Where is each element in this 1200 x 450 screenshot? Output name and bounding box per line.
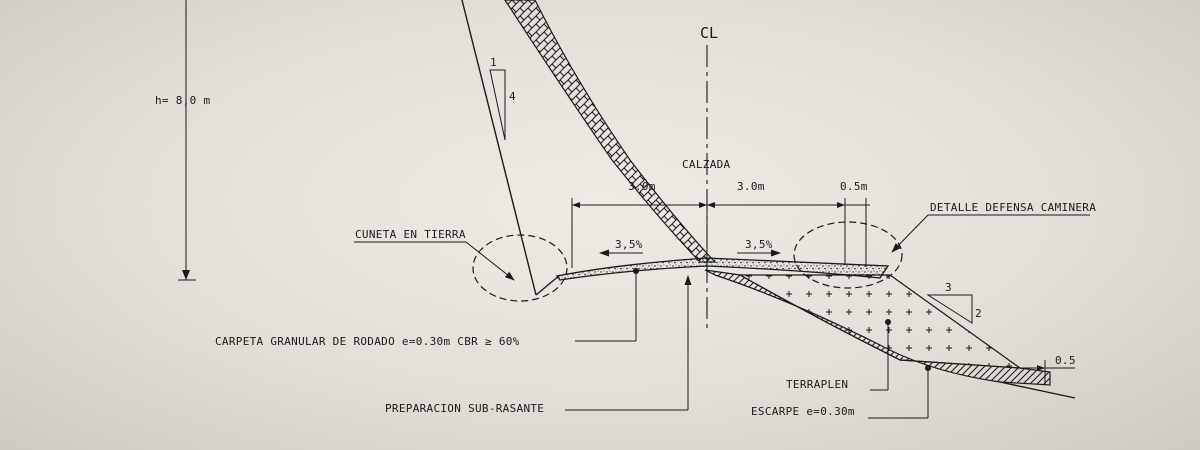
dim-shoulder-label: 0.5m	[840, 180, 868, 193]
centerline: CL	[700, 24, 718, 330]
callout-cuneta: CUNETA EN TIERRA	[354, 228, 515, 281]
callout-escarpe: ESCARPE e=0.30m	[751, 365, 931, 419]
cuneta-label: CUNETA EN TIERRA	[355, 228, 466, 241]
slope-triangle-fill: 3 2	[926, 281, 982, 324]
rock-slope-band	[504, 0, 717, 263]
height-dimension: h= 8,0 m	[155, 0, 210, 281]
grade-right: 3,5%	[737, 238, 781, 257]
slope-triangle-cut: 1 4	[489, 56, 516, 141]
granular-pavement	[555, 257, 890, 281]
grade-left-label: 3,5%	[615, 238, 643, 251]
dim-right-label: 3.0m	[737, 180, 765, 193]
callout-defensa: DETALLE DEFENSA CAMINERA	[891, 201, 1096, 253]
cuneta-detail-circle	[472, 234, 568, 302]
embankment-fill	[737, 274, 1023, 369]
defensa-detail-circle	[793, 221, 903, 289]
slope-fill-rise-label: 2	[975, 307, 982, 320]
slope-run-label: 4	[509, 90, 516, 103]
roadway-dimensions: 3.0m 3.0m 0.5m	[571, 180, 870, 268]
centerline-symbol: CL	[700, 24, 718, 42]
cut-slope	[461, 0, 561, 296]
natural-ground	[999, 381, 1076, 399]
subrasante-label: PREPARACION SUB-RASANTE	[385, 402, 544, 415]
grade-left: 3,5%	[599, 238, 643, 257]
grade-right-label: 3,5%	[745, 238, 773, 251]
defensa-label: DETALLE DEFENSA CAMINERA	[930, 201, 1096, 214]
toe-dimension: 0.5	[1020, 354, 1076, 385]
roadway-label: CALZADA	[682, 158, 731, 171]
slope-rise-label: 1	[490, 56, 497, 69]
callout-terraplen: TERRAPLEN	[786, 319, 891, 391]
callout-carpeta: CARPETA GRANULAR DE RODADO e=0.30m CBR ≥…	[215, 268, 639, 348]
carpeta-label: CARPETA GRANULAR DE RODADO e=0.30m CBR ≥…	[215, 335, 520, 348]
dim-left-label: 3.0m	[628, 180, 656, 193]
callout-subrasante: PREPARACION SUB-RASANTE	[385, 275, 692, 415]
subgrade-hatch	[704, 269, 1051, 386]
toe-dim-label: 0.5	[1055, 354, 1076, 367]
terraplen-label: TERRAPLEN	[786, 378, 848, 391]
height-label: h= 8,0 m	[155, 94, 210, 107]
slope-fill-run-label: 3	[945, 281, 952, 294]
escarpe-label: ESCARPE e=0.30m	[751, 405, 855, 418]
